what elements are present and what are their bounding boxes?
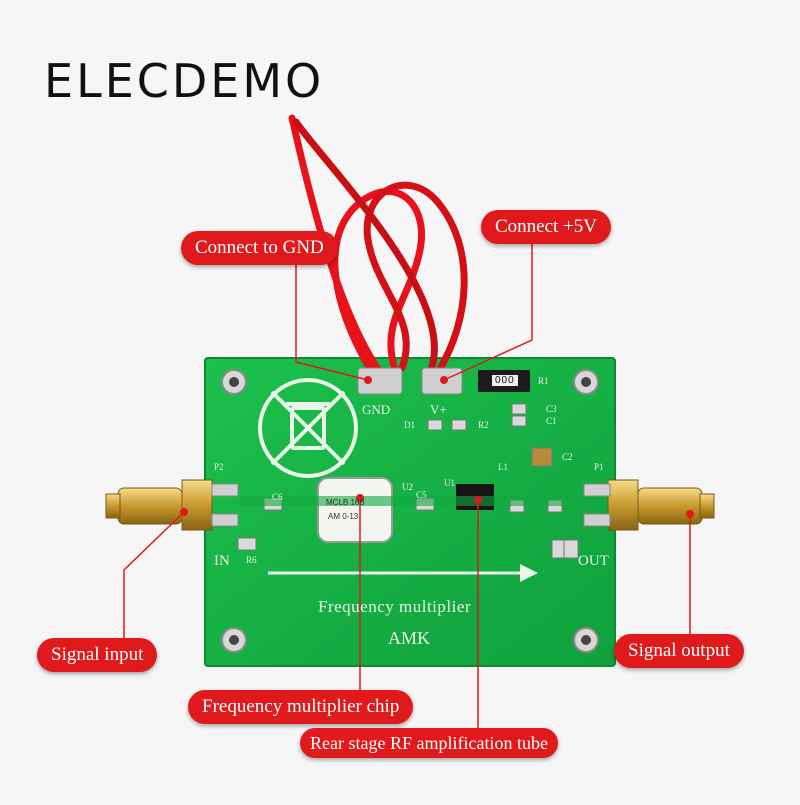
- silk-ref-r2: R2: [478, 420, 489, 430]
- sma-connector-output: [583, 479, 715, 531]
- silk-ref-c1: C1: [546, 416, 557, 426]
- silk-gnd-label: GND: [362, 402, 391, 417]
- callout-connect-5v: Connect +5V: [481, 210, 612, 244]
- silk-vplus-label: V+: [430, 402, 447, 417]
- silk-ref-d1: D1: [404, 420, 415, 430]
- silk-ref-r6: R6: [246, 555, 257, 565]
- silk-ref-c3: C3: [546, 404, 557, 414]
- callout-rf-amplifier: Rear stage RF amplification tube: [300, 728, 558, 758]
- silk-ref-p2: P2: [214, 462, 224, 472]
- brand-logo: ELECDEMO: [44, 54, 325, 108]
- signal-arrow: [268, 564, 538, 582]
- gnd-pad: [357, 367, 403, 395]
- signal-trace: [240, 496, 600, 506]
- resistor-marking: 000: [492, 375, 518, 386]
- silk-ref-l1: L1: [498, 462, 508, 472]
- chip-marking-1: MCLB 16B: [326, 498, 365, 507]
- silk-ref-r1: R1: [538, 376, 549, 386]
- silk-ref-p1: P1: [594, 462, 604, 472]
- silk-board-title: Frequency multiplier: [318, 597, 472, 616]
- silk-ref-u2: U2: [402, 482, 413, 492]
- callout-leaders: [123, 240, 691, 740]
- silk-out-label: OUT: [578, 553, 609, 569]
- mounting-holes: [221, 369, 599, 653]
- silk-model-label: AMK: [388, 628, 431, 648]
- callout-signal-input: Signal input: [37, 638, 158, 672]
- multiplier-chip-u2: [317, 477, 393, 543]
- silk-ref-c2: C2: [562, 452, 573, 462]
- silk-ref-u1: U1: [444, 478, 455, 488]
- callout-signal-output: Signal output: [614, 634, 744, 668]
- callout-dots: [180, 376, 694, 518]
- silk-in-label: IN: [214, 553, 230, 569]
- chip-marking-2: AM 0-13: [328, 512, 359, 521]
- callout-multiplier-chip: Frequency multiplier chip: [188, 690, 414, 724]
- callout-connect-gnd: Connect to GND: [181, 231, 338, 265]
- silk-ref-c5: C5: [416, 490, 427, 500]
- silk-ref-c6: C6: [272, 492, 283, 502]
- weee-recycle-logo: [258, 378, 358, 478]
- sma-connector-input: [105, 479, 239, 531]
- power-wires: [288, 114, 468, 376]
